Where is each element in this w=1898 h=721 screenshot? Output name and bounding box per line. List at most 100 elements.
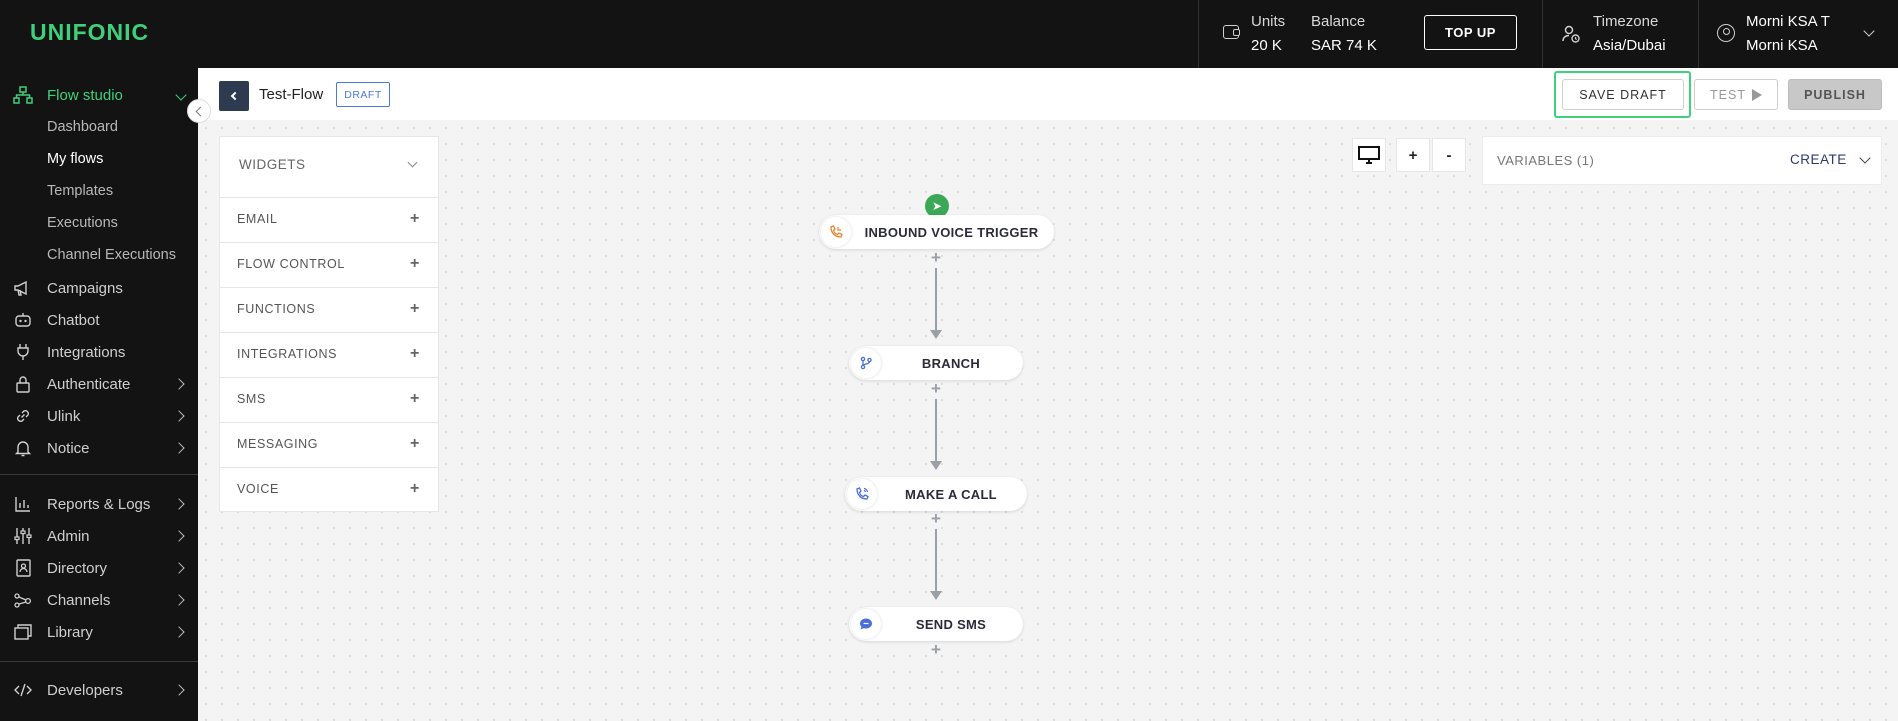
phone-incoming-icon bbox=[821, 217, 851, 247]
widget-category-voice[interactable]: VOICE+ bbox=[220, 468, 438, 513]
flow-connector bbox=[935, 529, 937, 591]
chevron-down-icon[interactable] bbox=[1859, 152, 1871, 164]
sidebar-subitem-channel-executions[interactable]: Channel Executions bbox=[47, 247, 176, 263]
save-draft-button[interactable]: SAVE DRAFT bbox=[1562, 79, 1684, 110]
sidebar: Flow studio Dashboard My flows Templates… bbox=[0, 68, 198, 721]
flow-node-inbound-voice-trigger[interactable]: INBOUND VOICE TRIGGER bbox=[819, 215, 1054, 249]
sidebar-item-label: Ulink bbox=[47, 407, 81, 425]
flow-connector bbox=[935, 268, 937, 330]
add-step-icon[interactable]: + bbox=[931, 640, 941, 659]
chevron-right-icon[interactable] bbox=[173, 562, 185, 574]
widget-category-label: MESSAGING bbox=[237, 437, 319, 451]
sidebar-subitem-templates[interactable]: Templates bbox=[47, 183, 114, 199]
chevron-down-icon[interactable] bbox=[175, 89, 187, 101]
plus-icon[interactable]: + bbox=[410, 390, 420, 407]
sidebar-subitem-dashboard[interactable]: Dashboard bbox=[47, 119, 118, 135]
plus-icon[interactable]: + bbox=[410, 255, 420, 272]
add-step-icon[interactable]: + bbox=[931, 379, 941, 398]
chevron-right-icon[interactable] bbox=[173, 530, 185, 542]
sidebar-item-label: Directory bbox=[47, 559, 108, 577]
sidebar-item-admin[interactable]: Admin bbox=[0, 521, 198, 551]
sidebar-item-ulink[interactable]: Ulink bbox=[0, 401, 198, 431]
user-account: Morni KSA bbox=[1746, 37, 1818, 54]
phone-outgoing-icon bbox=[847, 479, 877, 509]
link-icon bbox=[13, 406, 33, 426]
arrow-down-icon bbox=[930, 591, 942, 600]
user-menu[interactable]: Morni KSA T Morni KSA bbox=[1698, 0, 1898, 68]
save-draft-highlight bbox=[1554, 71, 1691, 118]
chevron-right-icon[interactable] bbox=[173, 378, 185, 390]
zoom-in-button[interactable]: + bbox=[1396, 138, 1430, 172]
plus-icon[interactable]: + bbox=[410, 345, 420, 362]
sidebar-collapse-button[interactable] bbox=[187, 99, 211, 123]
user-clock-icon bbox=[1562, 25, 1580, 43]
sidebar-item-authenticate[interactable]: Authenticate bbox=[0, 369, 198, 399]
sidebar-divider bbox=[0, 474, 198, 475]
sidebar-item-notice[interactable]: Notice bbox=[0, 433, 198, 463]
plus-icon[interactable]: + bbox=[410, 300, 420, 317]
chevron-right-icon[interactable] bbox=[173, 410, 185, 422]
widget-category-flow-control[interactable]: FLOW CONTROL + bbox=[220, 243, 438, 288]
widget-category-email[interactable]: EMAIL+ bbox=[220, 198, 438, 243]
sidebar-item-integrations[interactable]: Integrations bbox=[0, 337, 198, 367]
chevron-right-icon[interactable] bbox=[173, 684, 185, 696]
chevron-right-icon[interactable] bbox=[173, 594, 185, 606]
flow-node-send-sms[interactable]: SEND SMS bbox=[849, 607, 1023, 641]
widget-category-messaging[interactable]: MESSAGING + bbox=[220, 423, 438, 468]
chevron-down-icon[interactable] bbox=[407, 157, 418, 168]
add-step-icon[interactable]: + bbox=[931, 248, 941, 267]
widget-category-sms[interactable]: SMS+ bbox=[220, 378, 438, 423]
variables-title: VARIABLES (1) bbox=[1497, 153, 1595, 168]
sidebar-item-reports-logs[interactable]: Reports & Logs bbox=[0, 489, 198, 519]
sidebar-item-directory[interactable]: Directory bbox=[0, 553, 198, 583]
desktop-view-button[interactable] bbox=[1352, 138, 1386, 172]
sidebar-item-channels[interactable]: Channels bbox=[0, 585, 198, 615]
widget-category-label: FLOW CONTROL bbox=[237, 257, 345, 271]
flow-connector bbox=[935, 399, 937, 461]
variables-panel[interactable]: VARIABLES (1) CREATE bbox=[1482, 136, 1882, 185]
zoom-out-button[interactable]: - bbox=[1432, 138, 1466, 172]
branch-icon bbox=[851, 348, 881, 378]
test-button[interactable]: TEST bbox=[1694, 79, 1778, 110]
units-balance-section: Units 20 K Balance SAR 74 K TOP UP bbox=[1198, 0, 1543, 68]
sidebar-subitem-executions[interactable]: Executions bbox=[47, 215, 118, 231]
chevron-right-icon[interactable] bbox=[173, 442, 185, 454]
chevron-right-icon[interactable] bbox=[173, 498, 185, 510]
sidebar-item-developers[interactable]: Developers bbox=[0, 675, 198, 705]
widget-category-functions[interactable]: FUNCTIONS+ bbox=[220, 288, 438, 333]
back-button[interactable] bbox=[219, 81, 249, 111]
flow-node-make-a-call[interactable]: MAKE A CALL bbox=[845, 477, 1027, 511]
chevron-down-icon[interactable] bbox=[1863, 25, 1875, 37]
status-badge: DRAFT bbox=[336, 82, 390, 107]
sidebar-item-label: Channels bbox=[47, 591, 111, 609]
create-variable-button[interactable]: CREATE bbox=[1790, 152, 1847, 167]
add-step-icon[interactable]: + bbox=[931, 509, 941, 528]
sidebar-item-flow-studio[interactable]: Flow studio bbox=[0, 80, 198, 110]
arrow-down-icon bbox=[930, 330, 942, 339]
sidebar-item-campaigns[interactable]: Campaigns bbox=[0, 273, 198, 303]
units-value: 20 K bbox=[1251, 37, 1282, 54]
sidebar-item-label: Library bbox=[47, 623, 93, 641]
widgets-header[interactable]: WIDGETS bbox=[220, 137, 438, 198]
timezone-section[interactable]: Timezone Asia/Dubai bbox=[1542, 0, 1698, 68]
top-up-button[interactable]: TOP UP bbox=[1424, 15, 1517, 50]
flow-canvas[interactable] bbox=[198, 120, 1898, 721]
bell-icon bbox=[13, 438, 33, 458]
publish-button[interactable]: PUBLISH bbox=[1788, 79, 1882, 110]
flow-title: Test-Flow bbox=[259, 86, 324, 103]
widget-category-integrations[interactable]: INTEGRATIONS+ bbox=[220, 333, 438, 378]
sidebar-item-label: Developers bbox=[47, 681, 123, 699]
sidebar-item-label: Reports & Logs bbox=[47, 495, 151, 513]
sidebar-subitem-my-flows[interactable]: My flows bbox=[47, 151, 104, 167]
sidebar-item-library[interactable]: Library bbox=[0, 617, 198, 647]
sidebar-item-chatbot[interactable]: Chatbot bbox=[0, 305, 198, 335]
wallet-icon bbox=[1223, 25, 1240, 39]
plus-icon[interactable]: + bbox=[410, 480, 420, 497]
user-circle-icon bbox=[1717, 24, 1735, 42]
flow-node-branch[interactable]: BRANCH bbox=[849, 346, 1023, 380]
chevron-right-icon[interactable] bbox=[173, 626, 185, 638]
plus-icon[interactable]: + bbox=[410, 210, 420, 227]
unifonic-logo[interactable]: UNIFONIC bbox=[30, 19, 150, 45]
plus-icon[interactable]: + bbox=[410, 435, 420, 452]
flow-node-label: BRANCH bbox=[921, 355, 981, 371]
